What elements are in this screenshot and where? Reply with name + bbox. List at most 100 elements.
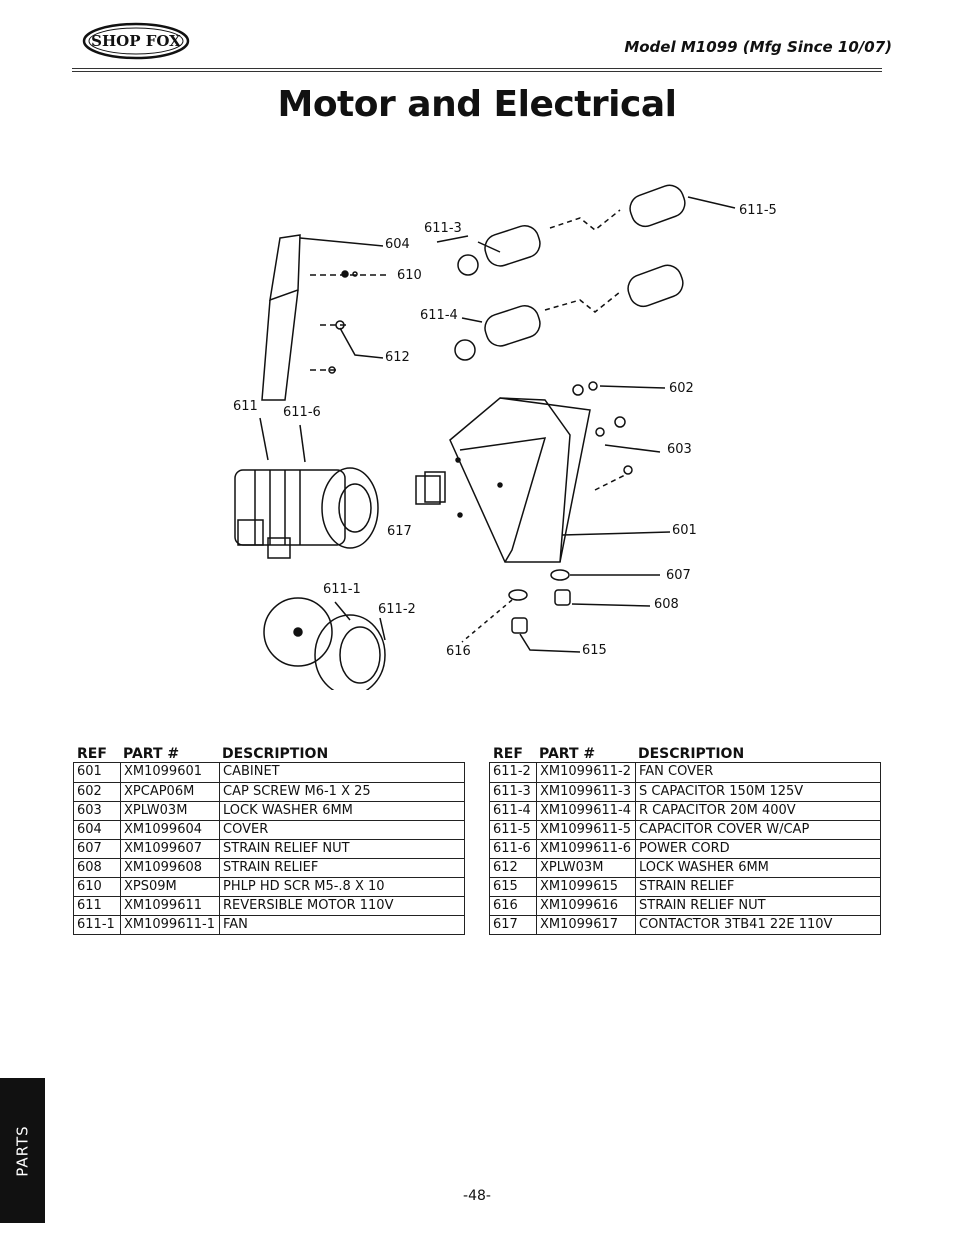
side-tab-label: PARTS <box>13 1124 32 1177</box>
part-number-cell: XM1099601 <box>121 763 220 782</box>
callout-611-2: 611-2 <box>378 602 416 617</box>
description-cell: CABINET <box>223 764 280 779</box>
header-rule <box>72 68 882 69</box>
description-cell: S CAPACITOR 150M 125V <box>639 784 804 799</box>
capacitor-cover-611-5 <box>629 184 736 228</box>
cabinet-part-601 <box>449 397 591 563</box>
ref-cell: 601 <box>74 763 121 782</box>
parts-side-tab: PARTS <box>0 1078 45 1223</box>
ref-cell: 603 <box>74 802 121 820</box>
part-number-cell: XM1099604 <box>121 821 220 839</box>
leader-612 <box>339 327 384 359</box>
cover-part-604 <box>261 234 301 401</box>
part-number-cell: XM1099617 <box>537 916 636 934</box>
part-number-cell: XM1099611 <box>121 897 220 915</box>
callout-611-3: 611-3 <box>424 221 462 236</box>
part-number-cell: XM1099611-3 <box>537 783 636 801</box>
callout-603: 603 <box>667 442 692 457</box>
callout-611-5: 611-5 <box>739 203 777 218</box>
header-ref: REF <box>77 746 107 762</box>
callout-615: 615 <box>582 643 607 658</box>
header-part: PART # <box>539 746 596 762</box>
callout-602: 602 <box>669 381 694 396</box>
leader-601 <box>561 531 671 536</box>
ref-cell: 611 <box>74 897 121 915</box>
ref-cell: 612 <box>490 859 537 877</box>
callout-607: 607 <box>666 568 691 583</box>
description-cell: FAN COVER <box>639 764 714 779</box>
ref-cell: 615 <box>490 878 537 896</box>
ref-cell: 611-6 <box>490 840 537 858</box>
table-header: REF PART # DESCRIPTION <box>489 740 881 762</box>
ref-cell: 617 <box>490 916 537 934</box>
callout-604: 604 <box>385 237 410 252</box>
description-cell: CAP SCREW M6-1 X 25 <box>223 784 371 799</box>
part-number-cell: XM1099615 <box>537 878 636 896</box>
shop-fox-logo: SHOP FOX <box>82 22 190 60</box>
page-number: -48- <box>463 1188 491 1204</box>
description-cell: PHLP HD SCR M5-.8 X 10 <box>223 879 385 894</box>
fan-cover-part-611-2 <box>314 614 386 690</box>
description-cell: POWER CORD <box>639 841 730 856</box>
leader-603 <box>604 444 661 453</box>
part-number-cell: XM1099608 <box>121 859 220 877</box>
description-cell: R CAPACITOR 20M 400V <box>639 803 796 818</box>
header-description: DESCRIPTION <box>638 746 745 762</box>
callout-611-1: 611-1 <box>323 582 361 597</box>
ref-cell: 602 <box>74 783 121 801</box>
ref-cell: 611-5 <box>490 821 537 839</box>
callout-610: 610 <box>397 268 422 283</box>
part-number-cell: XM1099611-6 <box>537 840 636 858</box>
description-cell: FAN <box>223 917 248 932</box>
fan-part-611-1 <box>263 597 333 667</box>
part-number-cell: XPCAP06M <box>121 783 220 801</box>
callout-601: 601 <box>672 523 697 538</box>
part-number-cell: XM1099616 <box>537 897 636 915</box>
callout-612: 612 <box>385 350 410 365</box>
description-cell: CAPACITOR COVER W/CAP <box>639 822 810 837</box>
header-part: PART # <box>123 746 180 762</box>
ref-cell: 611-4 <box>490 802 537 820</box>
description-cell: STRAIN RELIEF NUT <box>639 898 766 913</box>
description-cell: STRAIN RELIEF <box>223 860 319 875</box>
part-number-cell: XM1099611-1 <box>121 916 220 934</box>
header-rule-2 <box>72 71 882 72</box>
part-number-cell: XM1099611-5 <box>537 821 636 839</box>
description-cell: REVERSIBLE MOTOR 110V <box>223 898 394 913</box>
description-cell: STRAIN RELIEF NUT <box>223 841 350 856</box>
ref-cell: 610 <box>74 878 121 896</box>
ref-cell: 611-1 <box>74 916 121 934</box>
page-title: Motor and Electrical <box>277 84 677 125</box>
table-header: REF PART # DESCRIPTION <box>73 740 465 762</box>
callout-611: 611 <box>233 399 258 414</box>
part-number-cell: XM1099611-4 <box>537 802 636 820</box>
callout-608: 608 <box>654 597 679 612</box>
ref-cell: 611-3 <box>490 783 537 801</box>
part-number-cell: XPLW03M <box>121 802 220 820</box>
capacitor-611-3 <box>436 225 541 276</box>
capacitor-611-4 <box>454 305 541 361</box>
description-cell: LOCK WASHER 6MM <box>223 803 353 818</box>
description-cell: LOCK WASHER 6MM <box>639 860 769 875</box>
description-cell: CONTACTOR 3TB41 22E 110V <box>639 917 833 932</box>
header-ref: REF <box>493 746 523 762</box>
leader-616 <box>461 599 513 643</box>
